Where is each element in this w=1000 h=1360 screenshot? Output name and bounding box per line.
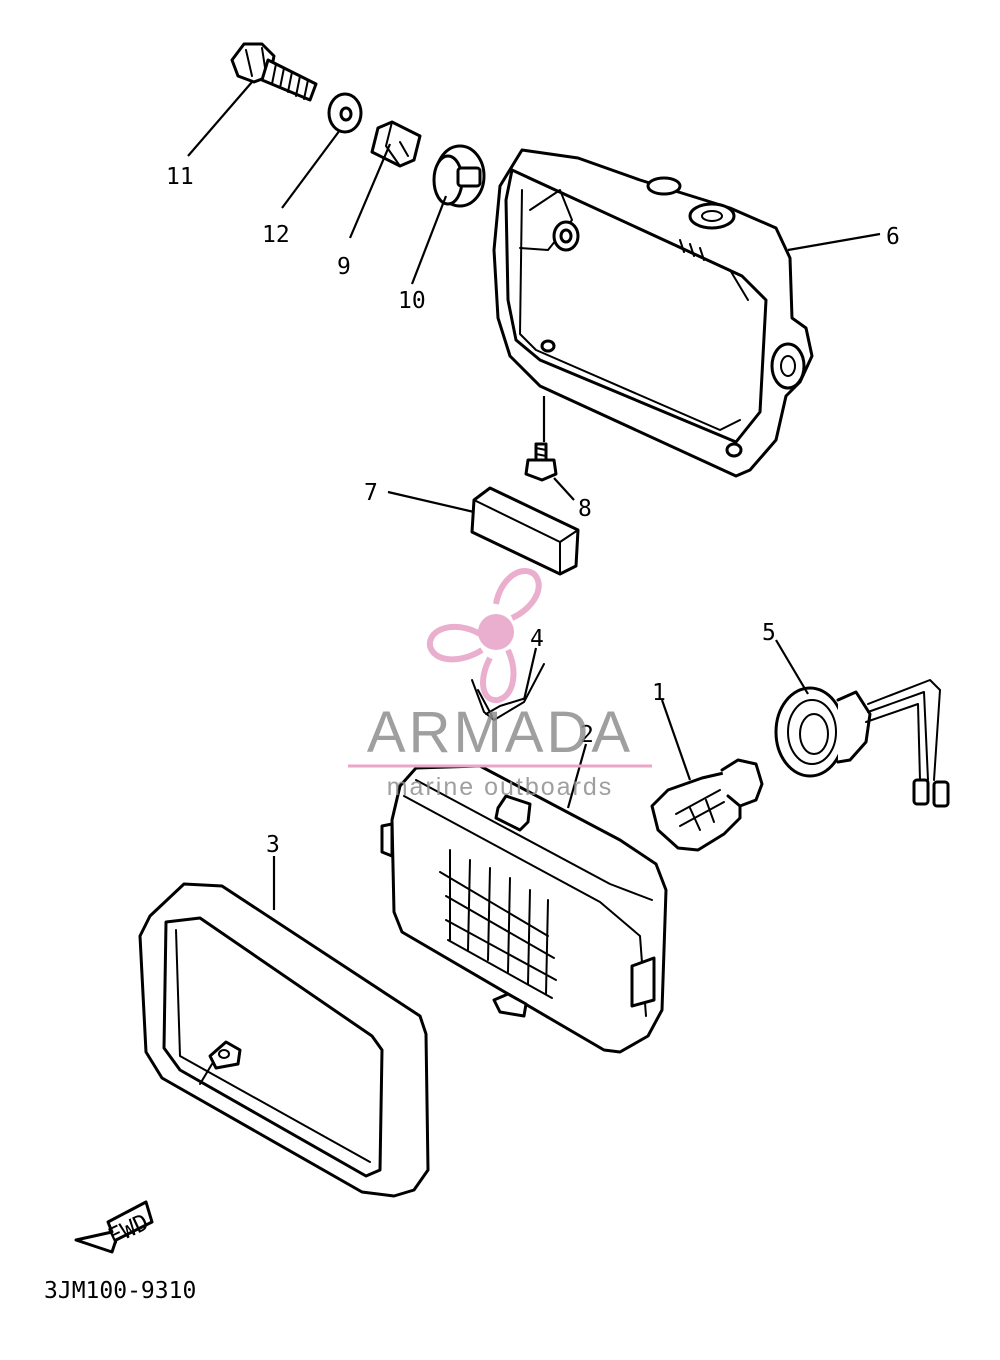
fwd-direction-arrow: FWD	[74, 1200, 154, 1254]
part-8-screw	[524, 442, 558, 482]
armada-watermark: ARMADA marine outboards	[348, 568, 652, 801]
part-11-bolt	[230, 42, 318, 102]
part-4-spring-clip	[471, 663, 545, 721]
propeller-logo-icon	[427, 568, 542, 704]
callout-6: 6	[886, 224, 900, 250]
leader-lines	[187, 81, 881, 910]
callout-1: 1	[652, 680, 666, 706]
callout-7: 7	[364, 480, 378, 506]
callout-3: 3	[266, 832, 280, 858]
part-7-rubber-block	[470, 486, 580, 576]
callout-10: 10	[398, 288, 426, 314]
callout-4: 4	[530, 626, 544, 652]
part-12-washer	[327, 92, 363, 134]
watermark-name: ARMADA	[367, 700, 633, 765]
callout-5: 5	[762, 620, 776, 646]
callout-8: 8	[578, 496, 592, 522]
diagram-code: 3JM100-9310	[44, 1278, 196, 1304]
callout-2: 2	[580, 722, 594, 748]
part-1-bulb	[650, 758, 764, 852]
callout-12: 12	[262, 222, 290, 248]
callout-labels: 11 12 9 10 6 8 7 4 5 1 2 3	[166, 164, 900, 858]
part-6-headlight-housing	[492, 148, 814, 478]
part-10-grommet	[432, 144, 486, 208]
part-3-rim	[138, 882, 430, 1198]
watermark-tagline: marine outboards	[387, 773, 614, 801]
part-2-lens-unit	[380, 764, 668, 1054]
callout-11: 11	[166, 164, 194, 190]
callout-9: 9	[337, 254, 351, 280]
part-9-collar	[370, 120, 422, 168]
part-5-socket-harness	[774, 679, 950, 808]
